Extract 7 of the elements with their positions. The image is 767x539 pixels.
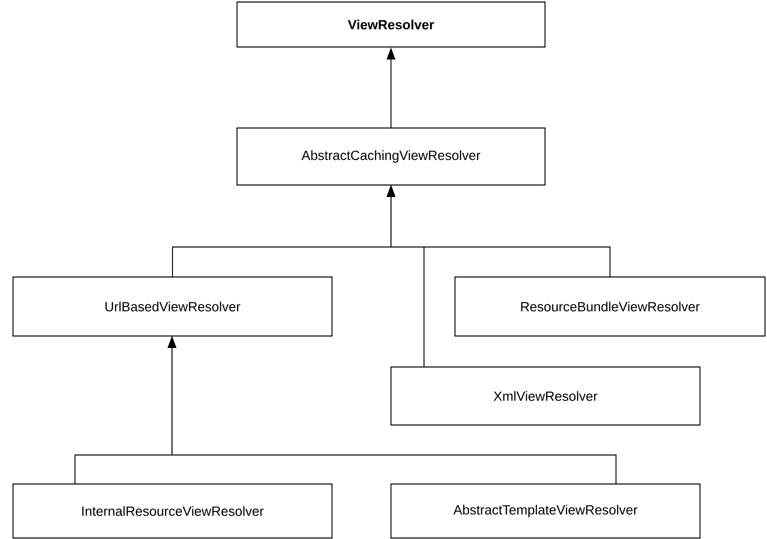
class-box: AbstractCachingViewResolver [236,128,546,186]
class-box: XmlViewResolver [390,366,700,426]
class-box: ViewResolver [236,2,546,48]
class-box: ResourceBundleViewResolver [454,276,766,336]
class-box: UrlBasedViewResolver [12,276,332,336]
class-box: InternalResourceViewResolver [12,484,332,538]
class-box: AbstractTemplateViewResolver [390,484,700,538]
